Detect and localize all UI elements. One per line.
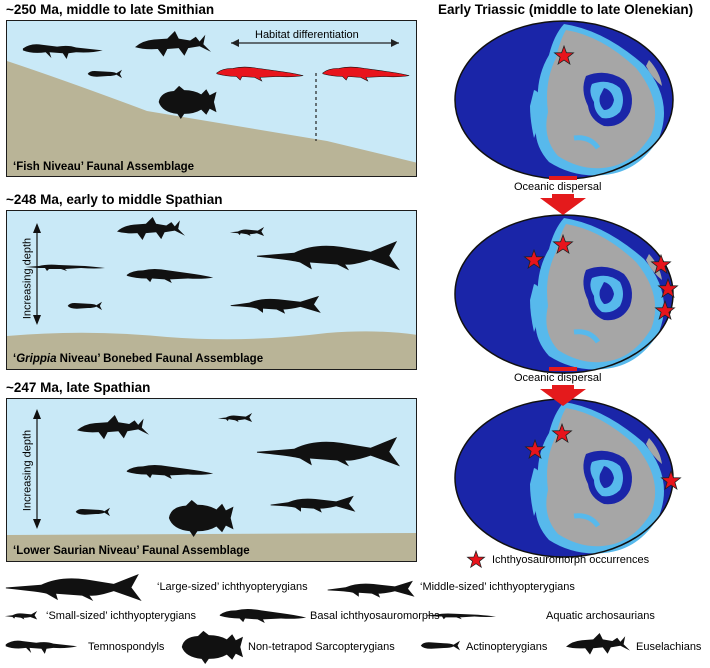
seafloor	[7, 533, 416, 561]
legend-label-large: ‘Large-sized’ ichthyopterygians	[157, 581, 308, 593]
basal-ichthyosauromorph-icon	[219, 609, 307, 623]
panel-2-heading: ~248 Ma, early to middle Spathian	[6, 192, 223, 207]
panel-1-caption: ‘Fish Niveau’ Faunal Assemblage	[13, 161, 195, 173]
panel-1-heading: ~250 Ma, middle to late Smithian	[6, 2, 215, 17]
seafloor	[7, 61, 416, 176]
dispersal-arrow-1	[540, 194, 586, 215]
map-title: Early Triassic (middle to late Olenekian…	[438, 2, 694, 17]
panel-3-heading: ~247 Ma, late Spathian	[6, 380, 151, 395]
legend-label-temnospondyl: Temnospondyls	[88, 641, 165, 653]
actinopterygian-icon	[420, 640, 460, 651]
legend-label-actinopterygian: Actinopterygians	[466, 641, 548, 653]
legend-label-archosaurian: Aquatic archosaurians	[546, 610, 655, 622]
legend-label-middle: ‘Middle-sized’ ichthyopterygians	[420, 581, 575, 593]
sarcopterygian-icon	[181, 630, 243, 664]
panel-2-scene: Increasing depth ‘Grippia Niveau’ Bonebe…	[6, 210, 417, 370]
seafloor	[7, 331, 416, 369]
dispersal-label-2: Oceanic dispersal	[514, 372, 602, 384]
panel-1-scene: Habitat differentiation ‘Fish Niveau’ Fa…	[6, 20, 417, 177]
dispersal-label-1: Oceanic dispersal	[514, 181, 602, 193]
panel-3-caption: ‘Lower Saurian Niveau’ Faunal Assemblage	[13, 545, 250, 557]
large-ichthyopterygian-icon	[5, 574, 142, 601]
small-ichthyopterygian-icon	[4, 611, 38, 620]
habitat-note: Habitat differentiation	[255, 29, 359, 41]
dispersal-arrow-2	[540, 385, 586, 406]
panel-3-scene: Increasing depth ‘Lower Saurian Niveau’ …	[6, 398, 417, 562]
euselachian-icon	[566, 633, 630, 655]
panel-2-caption: ‘Grippia Niveau’ Bonebed Faunal Assembla…	[13, 353, 264, 365]
middle-ichthyopterygian-icon	[327, 580, 415, 598]
legend-label-basal: Basal ichthyosauromorphs	[310, 610, 440, 622]
dispersal-bar-1	[549, 176, 577, 180]
legend-label-small: ‘Small-sized’ ichthyopterygians	[46, 610, 196, 622]
star-legend-label: Ichthyosauromorph occurrences	[492, 554, 650, 566]
legend-label-euselachian: Euselachians	[636, 641, 702, 653]
dispersal-bar-2	[549, 367, 577, 371]
legend-label-sarcopterygian: Non-tetrapod Sarcopterygians	[248, 641, 395, 653]
temnospondyl-icon	[5, 640, 78, 654]
